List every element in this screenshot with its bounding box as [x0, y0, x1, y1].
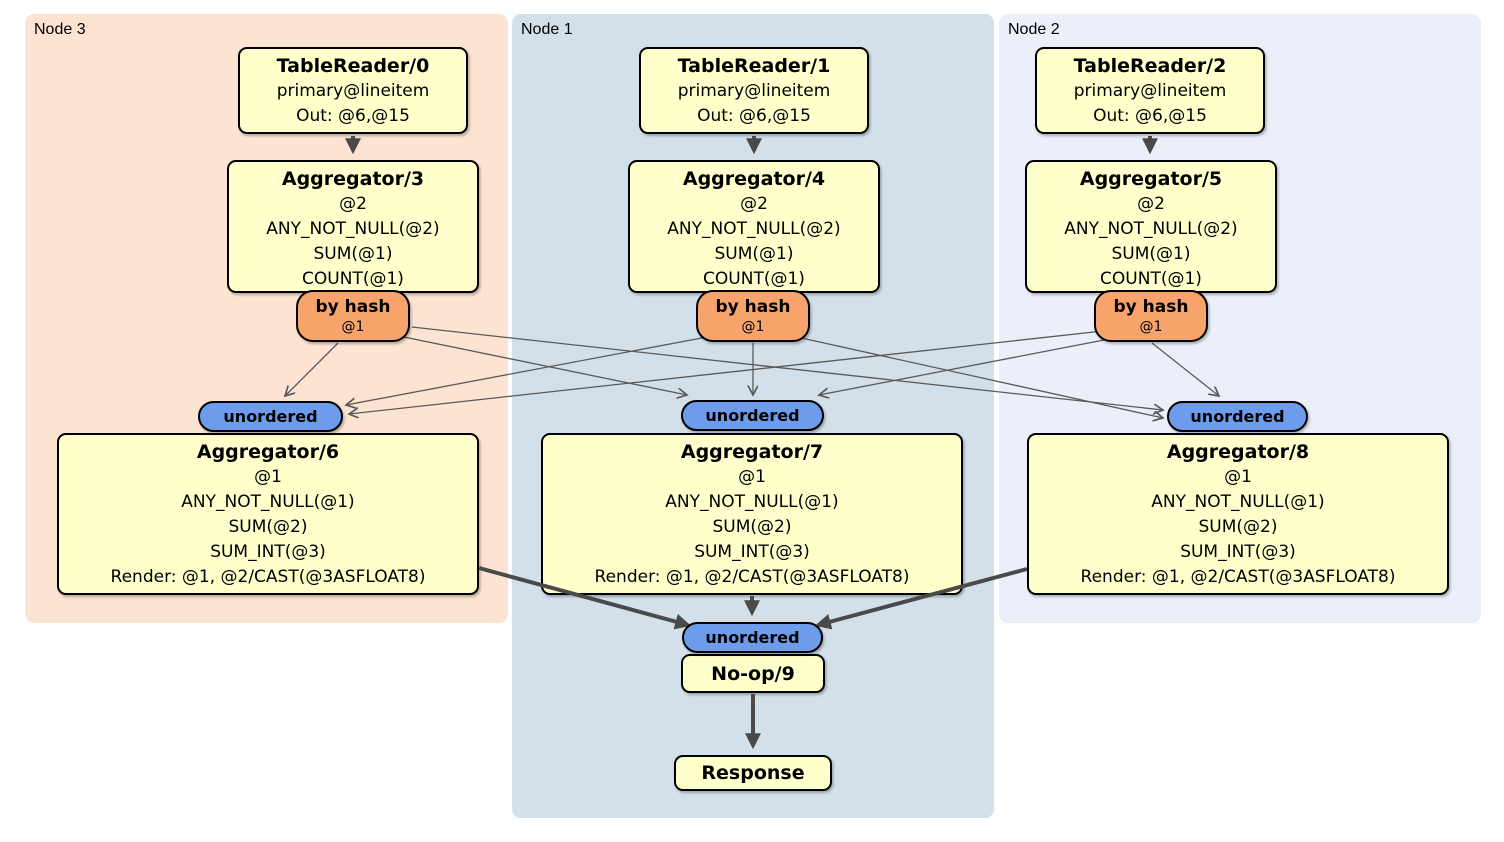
processor-title: Aggregator/6 — [196, 441, 340, 463]
router-title: by hash — [715, 297, 791, 317]
processor-detail: ANY_NOT_NULL(@2) — [1064, 219, 1238, 239]
processor-title: Aggregator/4 — [682, 168, 826, 190]
processor-detail: primary@lineitem — [276, 81, 430, 101]
sync-unordered-final: unordered — [682, 622, 823, 653]
router-by-hash-node1: by hash @1 — [696, 290, 810, 342]
sync-unordered-aggregator8: unordered — [1167, 401, 1308, 432]
sync-unordered-aggregator7: unordered — [681, 400, 824, 431]
router-column: @1 — [741, 319, 765, 335]
region-node-1-label: Node 1 — [521, 21, 573, 38]
processor-detail: Render: @1, @2/CAST(@3ASFLOAT8) — [1080, 567, 1396, 587]
processor-tablereader-0: TableReader/0 primary@lineitem Out: @6,@… — [238, 47, 468, 134]
processor-title: Aggregator/8 — [1166, 441, 1310, 463]
processor-detail: COUNT(@1) — [703, 269, 805, 289]
processor-aggregator-8: Aggregator/8 @1 ANY_NOT_NULL(@1) SUM(@2)… — [1027, 433, 1449, 595]
processor-detail: Out: @6,@15 — [296, 106, 410, 126]
processor-title: TableReader/2 — [1073, 55, 1227, 77]
processor-detail: @2 — [339, 194, 367, 214]
processor-aggregator-4: Aggregator/4 @2 ANY_NOT_NULL(@2) SUM(@1)… — [628, 160, 880, 293]
router-title: by hash — [315, 297, 391, 317]
router-column: @1 — [341, 319, 365, 335]
processor-detail: SUM(@2) — [1198, 517, 1278, 537]
processor-detail: Out: @6,@15 — [697, 106, 811, 126]
processor-detail: @2 — [740, 194, 768, 214]
processor-detail: @1 — [1224, 467, 1252, 487]
processor-detail: Out: @6,@15 — [1093, 106, 1207, 126]
processor-detail: SUM(@2) — [712, 517, 792, 537]
region-node-3-label: Node 3 — [34, 21, 86, 38]
processor-noop-9: No-op/9 — [681, 654, 825, 693]
processor-detail: @1 — [738, 467, 766, 487]
processor-detail: ANY_NOT_NULL(@1) — [665, 492, 839, 512]
processor-detail: SUM(@1) — [714, 244, 794, 264]
processor-detail: primary@lineitem — [677, 81, 831, 101]
processor-title: TableReader/1 — [677, 55, 831, 77]
processor-detail: SUM_INT(@3) — [694, 542, 810, 562]
router-by-hash-node2: by hash @1 — [1094, 290, 1208, 342]
processor-detail: Render: @1, @2/CAST(@3ASFLOAT8) — [110, 567, 426, 587]
processor-detail: ANY_NOT_NULL(@1) — [1151, 492, 1325, 512]
processor-tablereader-1: TableReader/1 primary@lineitem Out: @6,@… — [639, 47, 869, 134]
processor-detail: SUM(@2) — [228, 517, 308, 537]
response-label: Response — [701, 762, 805, 784]
processor-detail: @2 — [1137, 194, 1165, 214]
processor-aggregator-6: Aggregator/6 @1 ANY_NOT_NULL(@1) SUM(@2)… — [57, 433, 479, 595]
router-title: by hash — [1113, 297, 1189, 317]
processor-detail: Render: @1, @2/CAST(@3ASFLOAT8) — [594, 567, 910, 587]
processor-title: No-op/9 — [711, 662, 795, 685]
processor-detail: @1 — [254, 467, 282, 487]
processor-detail: primary@lineitem — [1073, 81, 1227, 101]
processor-detail: ANY_NOT_NULL(@2) — [266, 219, 440, 239]
processor-aggregator-3: Aggregator/3 @2 ANY_NOT_NULL(@2) SUM(@1)… — [227, 160, 479, 293]
processor-title: Aggregator/7 — [680, 441, 824, 463]
router-column: @1 — [1139, 319, 1163, 335]
sync-unordered-aggregator6: unordered — [198, 401, 343, 432]
router-by-hash-node3: by hash @1 — [296, 290, 410, 342]
processor-title: Aggregator/3 — [281, 168, 425, 190]
processor-detail: SUM(@1) — [313, 244, 393, 264]
region-node-2-label: Node 2 — [1008, 21, 1060, 38]
processor-detail: COUNT(@1) — [1100, 269, 1202, 289]
processor-tablereader-2: TableReader/2 primary@lineitem Out: @6,@… — [1035, 47, 1265, 134]
processor-detail: ANY_NOT_NULL(@1) — [181, 492, 355, 512]
response-box: Response — [674, 755, 832, 791]
processor-detail: SUM_INT(@3) — [1180, 542, 1296, 562]
processor-aggregator-7: Aggregator/7 @1 ANY_NOT_NULL(@1) SUM(@2)… — [541, 433, 963, 595]
processor-title: TableReader/0 — [276, 55, 430, 77]
processor-detail: COUNT(@1) — [302, 269, 404, 289]
processor-detail: SUM_INT(@3) — [210, 542, 326, 562]
processor-aggregator-5: Aggregator/5 @2 ANY_NOT_NULL(@2) SUM(@1)… — [1025, 160, 1277, 293]
processor-detail: SUM(@1) — [1111, 244, 1191, 264]
processor-detail: ANY_NOT_NULL(@2) — [667, 219, 841, 239]
processor-title: Aggregator/5 — [1079, 168, 1223, 190]
